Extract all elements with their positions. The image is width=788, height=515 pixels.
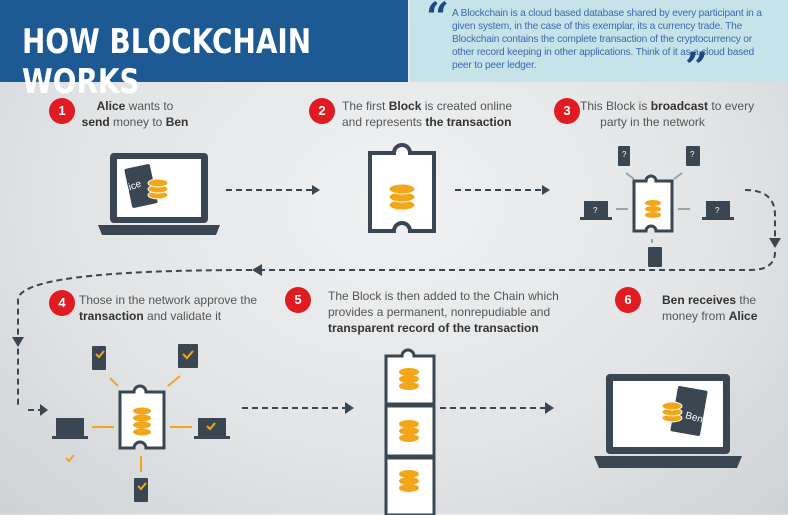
broadcast-network-icon: ???? — [580, 146, 734, 267]
step-1-badge: 1 — [49, 98, 75, 124]
step-text-segment: and validate it — [143, 309, 222, 323]
step-text-segment: send — [81, 115, 110, 129]
step-text-segment: the — [736, 293, 757, 307]
quote-box: “ A Blockchain is a cloud based database… — [410, 0, 788, 88]
page-title: HOW BLOCKCHAIN WORKS — [0, 0, 408, 102]
step-text-segment: to every — [708, 99, 755, 113]
step-text-segment: Alice — [728, 309, 758, 323]
step-6-badge: 6 — [615, 287, 641, 313]
step-text-segment: This Block is — [580, 99, 651, 113]
ben-label: Ben — [684, 410, 704, 425]
step-text-segment: Ben receives — [662, 293, 737, 307]
step-2-badge: 2 — [309, 98, 335, 124]
ben-laptop-icon: Ben — [594, 374, 742, 468]
step-1-text: Alice wants to send money to Ben — [80, 98, 190, 130]
step-text-segment: is created online — [421, 99, 513, 113]
step-text-segment: Ben — [165, 115, 189, 129]
step-text-segment: transparent record of the transaction — [328, 321, 539, 335]
step-text-segment: Block — [388, 99, 422, 113]
step-text-segment: money to — [109, 115, 166, 129]
alice-laptop-icon: Alice — [98, 153, 220, 235]
block-puzzle-icon — [368, 143, 436, 233]
question-mark: ? — [622, 150, 627, 159]
step-text-segment: and represents — [342, 115, 426, 129]
step-text-segment: money from — [662, 309, 729, 323]
question-mark: ? — [593, 206, 598, 215]
question-mark: ? — [690, 150, 695, 159]
step-2-text: The first Block is created online and rep… — [342, 98, 512, 130]
close-quote-icon: ” — [685, 44, 708, 91]
step-text-segment: broadcast — [650, 99, 709, 113]
arrow-row2-down — [17, 269, 253, 405]
step-5-badge: 5 — [285, 287, 311, 313]
step-text-segment: transaction — [79, 309, 144, 323]
step-text-segment: The Block is then added to the Chain whi… — [328, 289, 559, 303]
step-5-text: The Block is then added to the Chain whi… — [328, 288, 573, 336]
quote-text: A Blockchain is a cloud based database s… — [452, 8, 762, 71]
question-mark: ? — [715, 206, 720, 215]
step-text-segment: The first — [342, 99, 389, 113]
step-text-segment: Alice — [96, 99, 126, 113]
step-4-text: Those in the network approve the transact… — [79, 292, 257, 324]
open-quote-icon: “ — [426, 0, 449, 41]
step-3-badge: 3 — [554, 98, 580, 124]
step-text-segment: party in the network — [600, 115, 705, 129]
arrow-return — [262, 251, 776, 271]
step-4-badge: 4 — [49, 290, 75, 316]
validating-network-icon — [52, 344, 230, 502]
step-6-text: Ben receives the money from Alice — [662, 292, 762, 324]
arrow-3-down — [744, 189, 776, 240]
blockchain-chain-icon — [384, 348, 436, 515]
step-text-segment: the transaction — [425, 115, 512, 129]
step-text-segment: wants to — [125, 99, 174, 113]
step-text-segment: Those in the network approve the — [79, 293, 258, 307]
step-text-segment: provides a permanent, nonrepudiable and — [328, 305, 551, 319]
